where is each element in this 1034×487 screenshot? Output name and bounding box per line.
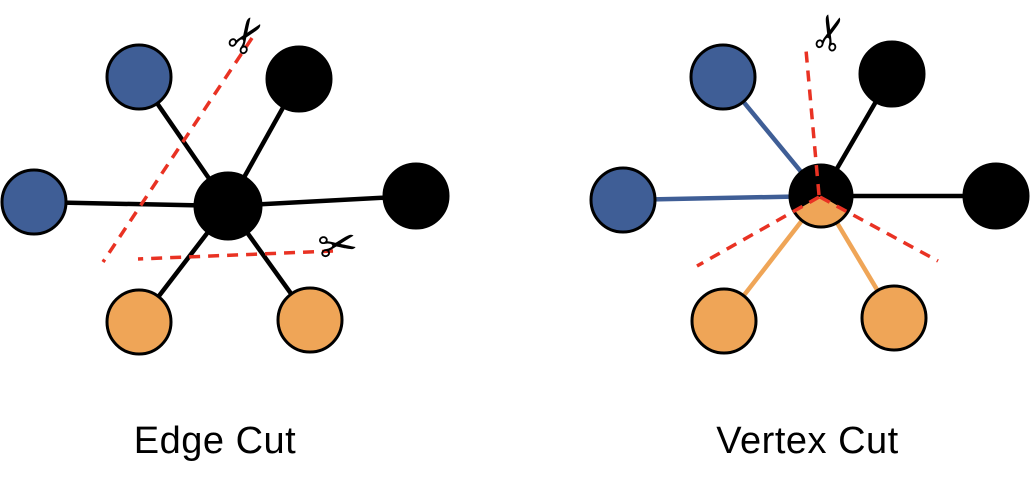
edge-cut-node-top-left (105, 43, 173, 111)
vertex-cut-diagram: ✂ (589, 7, 1030, 355)
edge-cut-node-bottom-left (105, 288, 173, 356)
vertex-cut-node-bottom-left (690, 287, 758, 355)
vertex-cut-scissors-icon-0: ✂ (799, 7, 862, 59)
vertex-cut-cut-line-1 (696, 195, 820, 268)
vertex-cut-center-outline (788, 163, 854, 229)
vertex-cut-cut-line-0 (804, 49, 821, 196)
vertex-cut-cut-line-2 (819, 195, 939, 263)
vertex-cut-node-right (962, 162, 1030, 230)
edge-cut-center-outline (193, 171, 263, 241)
edge-cut-caption: Edge Cut (133, 420, 297, 462)
edge-cut-center-node (195, 173, 261, 239)
edge-cut-node-left (0, 168, 68, 236)
edge-cut-node-right (382, 162, 450, 230)
edge-cut-cut-line-0 (101, 37, 254, 263)
vertex-cut-center-wedge (794, 196, 848, 228)
vertex-cut-node-top-left (689, 43, 757, 111)
edge-cut-scissors-icon-0: ✂ (213, 4, 281, 67)
edge-cut-cut-line-1 (137, 249, 334, 261)
vertex-cut-caption: Vertex Cut (716, 420, 899, 462)
edge-cut-node-bottom-right (276, 286, 344, 354)
vertex-cut-node-bottom-right (860, 284, 928, 352)
vertex-cut-node-left (589, 166, 657, 234)
edge-cut-node-top-right (265, 45, 333, 113)
edge-cut-diagram: ✂✂ (0, 4, 450, 356)
vertex-cut-node-top-right (858, 40, 926, 108)
edge-cut-scissors-icon-1: ✂ (314, 215, 362, 276)
